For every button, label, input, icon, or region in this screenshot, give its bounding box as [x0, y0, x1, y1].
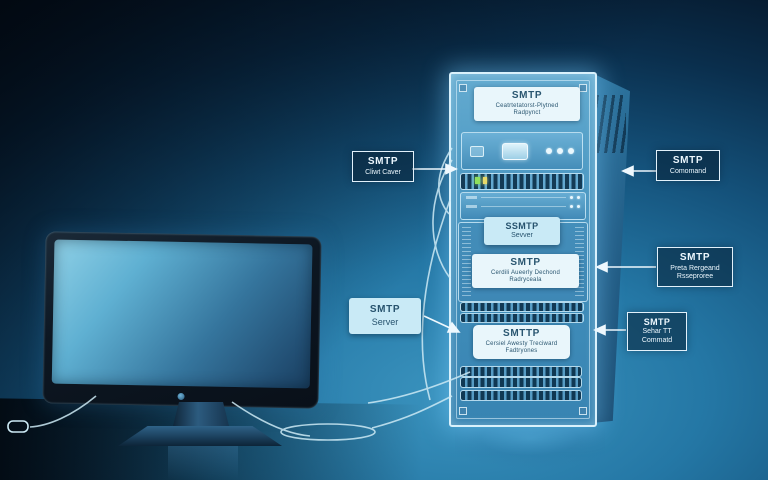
callout-sehar-line3: Commatd: [641, 337, 673, 344]
status-leds: [546, 148, 574, 154]
ssmtp-label-sub: Sevver: [511, 232, 533, 240]
server-lower-label: SMTTP Cersiel Awesty Treciward Fadtryone…: [473, 325, 570, 359]
green-led-icon: [475, 177, 480, 184]
server-lower-label-title: SMTTP: [503, 328, 540, 339]
circuit-text-column: [462, 227, 471, 297]
server-mid-label-line3: Radryceala: [509, 277, 542, 283]
callout-command-sub: Comomand: [669, 167, 707, 175]
callout-smtp-client: SMTP Cliwt Caver: [352, 151, 414, 183]
callout-sehar-title: SMTP: [643, 317, 671, 327]
server-unit-faceplate: [461, 132, 583, 170]
screw-icon: [459, 407, 467, 415]
led-icon: [546, 148, 552, 154]
server-mid-label: SMTP Cerdili Aueerly Dechond Radryceala: [472, 254, 579, 288]
server-vents: [596, 95, 626, 153]
callout-sehar-line2: Sehar TT: [642, 328, 672, 336]
server-front-trim: [456, 80, 590, 419]
monitor-logo-icon: [177, 392, 185, 401]
screw-icon: [579, 84, 587, 92]
patch-panel: [460, 313, 584, 323]
ssmtp-server-label: SSMTP Sevver: [484, 217, 560, 245]
callout-smtp-sehar: SMTP Sehar TT Commatd: [627, 312, 687, 351]
amber-led-icon: [483, 177, 487, 184]
callout-response-line2: Preta Rergeand: [670, 264, 720, 272]
callout-response-title: SMTP: [679, 252, 711, 263]
tray-row: [461, 202, 585, 211]
ssmtp-label-title: SSMTP: [505, 221, 539, 231]
client-monitor: [42, 231, 322, 409]
callout-command-title: SMTP: [672, 155, 704, 166]
circuit-text-column: [575, 227, 584, 297]
server-mid-label-line2: Cerdili Aueerly Dechond: [491, 269, 560, 276]
server-rack: SMTP Ceatrtetatorst-Plytned Radpynct: [449, 72, 597, 427]
screw-icon: [459, 84, 467, 92]
callout-response-line3: Rsseproree: [676, 273, 714, 281]
patch-panel: [460, 377, 582, 388]
monitor-screen: [51, 239, 313, 389]
server-badge-icon: [502, 142, 528, 160]
led-icon: [568, 148, 574, 154]
chip-icon: [470, 145, 484, 157]
callout-client-title: SMTP: [367, 156, 399, 167]
callout-client-sub: Cliwt Caver: [365, 168, 401, 176]
server-floor-reflection: [455, 428, 605, 480]
server-tray-panel: [460, 192, 586, 220]
callout-smtp-command: SMTP Comomand: [656, 150, 720, 182]
server-lower-label-line2: Cersiel Awesty Treciward: [485, 340, 558, 347]
callout-server-sub: Server: [371, 316, 399, 327]
server-top-label: SMTP Ceatrtetatorst-Plytned Radpynct: [474, 87, 580, 121]
monitor-stand-neck: [172, 402, 230, 430]
server-top-label-title: SMTP: [511, 90, 543, 101]
patch-panel: [460, 302, 584, 312]
server-mid-label-title: SMTP: [510, 257, 541, 268]
screw-icon: [579, 407, 587, 415]
monitor-floor-reflection: [168, 440, 238, 480]
server-top-label-line2: Ceatrtetatorst-Plytned: [495, 102, 559, 109]
patch-panel: [460, 366, 582, 377]
server-lower-label-line3: Fadtryones: [505, 348, 538, 354]
callout-smtp-response: SMTP Preta Rergeand Rsseproree: [657, 247, 733, 287]
tray-row: [461, 193, 585, 202]
callout-smtp-server: SMTP Server: [349, 298, 421, 334]
patch-panel: [460, 173, 584, 190]
server-top-label-line3: Radpynct: [513, 110, 541, 116]
callout-server-title: SMTP: [369, 304, 401, 315]
patch-panel: [460, 390, 582, 401]
led-icon: [557, 148, 563, 154]
